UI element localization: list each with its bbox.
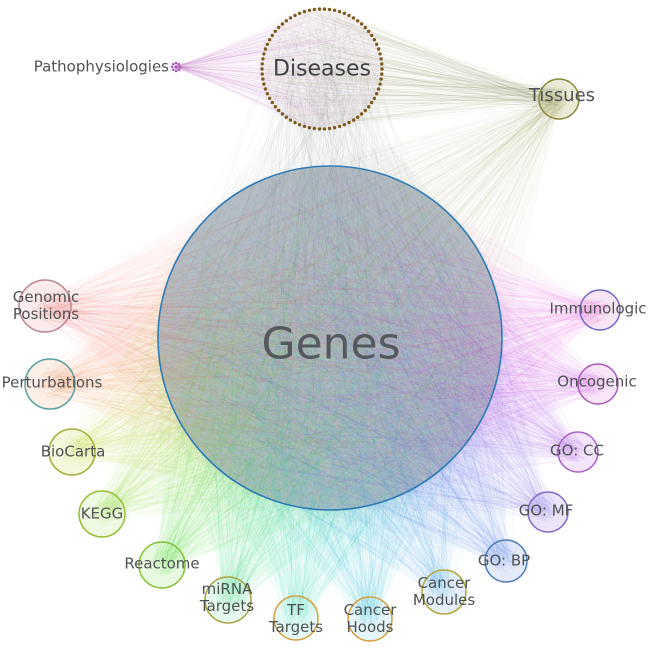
edge-bundles: [31, 9, 611, 631]
genes-circle-fill: [158, 166, 502, 510]
node-oncogenic[interactable]: [577, 363, 619, 405]
edge-bundle-diseases-diseases: [263, 12, 378, 128]
node-immunologic[interactable]: [579, 289, 621, 331]
edge-bundle-cancer_modules-genes: [161, 175, 493, 604]
node-cancer_hoods[interactable]: [347, 596, 393, 642]
node-go_bp[interactable]: [484, 539, 528, 583]
node-go_cc[interactable]: [557, 431, 599, 473]
edge-bundle-go_bp-genes: [162, 170, 518, 573]
node-reactome[interactable]: [138, 541, 186, 589]
node-mirna_targets[interactable]: [204, 576, 252, 624]
edge-bundle-tissues-genes: [163, 88, 570, 494]
node-tissues[interactable]: [538, 78, 580, 120]
edge-bundle-reactome-genes: [149, 175, 495, 578]
node-tf_targets[interactable]: [273, 595, 319, 641]
edge-bundle-tf_targets-genes: [170, 167, 499, 630]
edge-bundle-oncogenic-genes: [161, 167, 609, 499]
edge-bundle-kegg-genes: [89, 169, 490, 526]
edge-bundle-perturbations-genes: [36, 169, 501, 505]
edge-bundle-go_mf-genes: [159, 175, 560, 523]
edge-bundle-pathophysiologies-diseases: [173, 12, 363, 127]
node-genes[interactable]: [157, 165, 503, 511]
node-go_mf[interactable]: [527, 491, 569, 533]
edge-bundle-biocarta-genes: [59, 185, 497, 507]
edge-bundle-diseases-genes: [165, 9, 502, 510]
node-genomic_positions[interactable]: [18, 279, 72, 333]
node-cancer_modules[interactable]: [421, 569, 467, 615]
edge-bundle-tissues-diseases: [264, 11, 571, 125]
node-kegg[interactable]: [78, 490, 126, 538]
node-diseases[interactable]: [260, 7, 384, 131]
edge-bundle-genomic_positions-genes: [31, 169, 493, 500]
node-pathophysiologies[interactable]: [170, 61, 182, 73]
edge-bundle-mirna_targets-genes: [174, 168, 496, 612]
node-perturbations[interactable]: [24, 358, 76, 410]
edge-bundle-immunologic-genes: [165, 173, 611, 501]
node-biocarta[interactable]: [48, 428, 96, 476]
edge-bundle-cancer_hoods-genes: [167, 170, 501, 631]
edge-washes: [72, 9, 559, 619]
